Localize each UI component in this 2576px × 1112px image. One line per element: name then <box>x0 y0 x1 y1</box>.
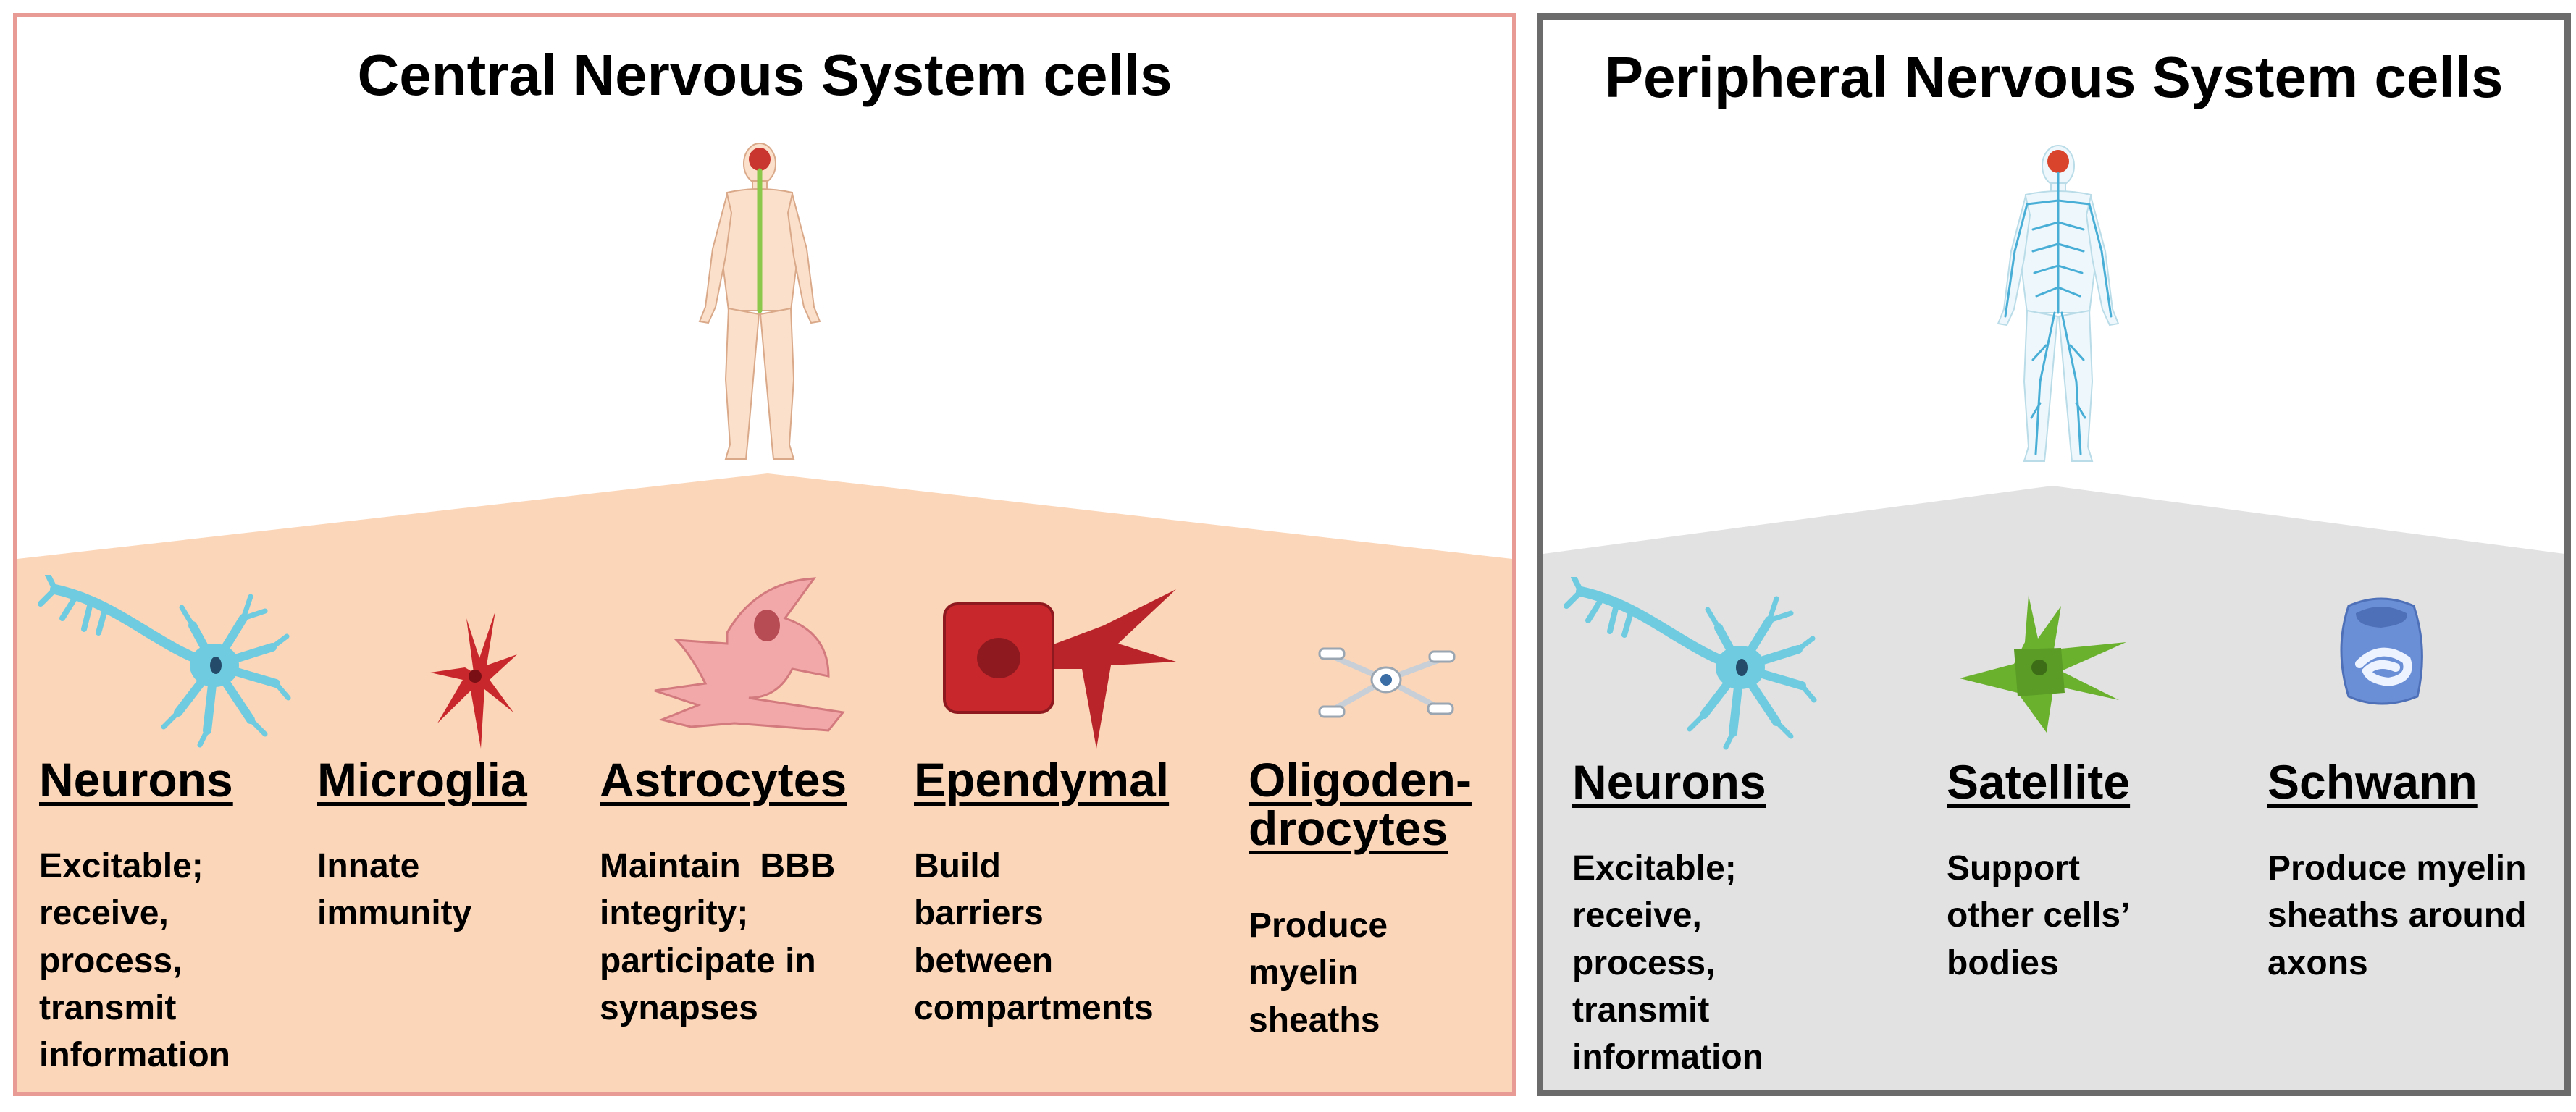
pns-title: Peripheral Nervous System cells <box>1604 45 2504 109</box>
schwann-cell-icon <box>2340 597 2423 705</box>
pns-pyramid-fill <box>1543 486 2564 1090</box>
microglia-icon <box>430 611 517 749</box>
schwann-label: Schwann <box>2267 755 2478 809</box>
satellite-label: Satellite <box>1947 755 2131 809</box>
human-body-pns-icon <box>1997 145 2120 462</box>
microglia-label: Microglia <box>317 753 527 806</box>
cns-neurons-label: Neurons <box>39 753 233 806</box>
oligodendrocyte-icon <box>1318 647 1456 718</box>
pns-neurons-label: Neurons <box>1572 755 1766 809</box>
astrocyte-icon <box>654 577 845 732</box>
cns-background <box>17 473 1512 1092</box>
cns-panel: Central Nervous System cells Neurons Exc… <box>13 13 1516 1096</box>
ependymal-label: Ependymal <box>914 753 1170 806</box>
pns-neuron-icon <box>1564 577 1817 750</box>
astrocytes-label: Astrocytes <box>600 753 847 806</box>
ependymal-icon <box>943 589 1176 749</box>
oligodendrocytes-label: Oligoden-drocytes <box>1249 753 1472 856</box>
neuron-icon <box>38 575 291 748</box>
satellite-cell-icon <box>1960 595 2126 733</box>
cns-title: Central Nervous System cells <box>357 43 1172 107</box>
pns-background <box>1543 486 2564 1090</box>
cns-pyramid-fill <box>17 473 1512 1092</box>
human-body-cns-icon <box>698 143 821 460</box>
pns-panel: Peripheral Nervous System cells <box>1537 13 2571 1096</box>
